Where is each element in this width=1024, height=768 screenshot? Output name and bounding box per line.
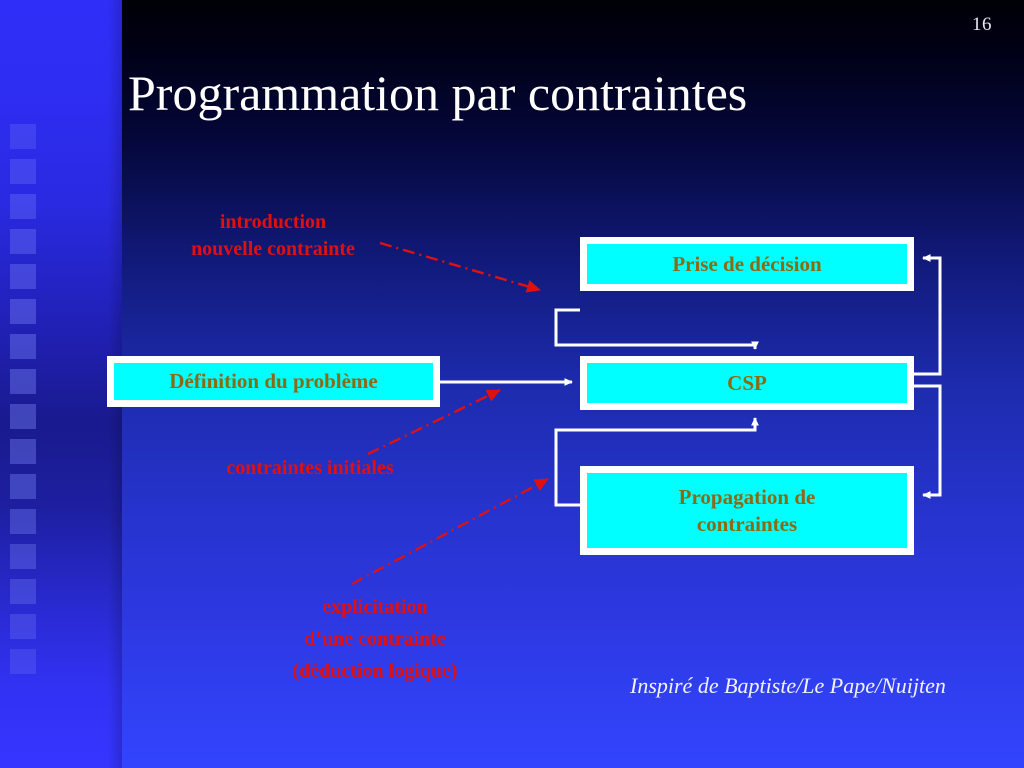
sidebar-square (10, 159, 36, 184)
sidebar-square (10, 614, 36, 639)
page-number: 16 (972, 14, 992, 35)
connector-csp-to-decision (914, 254, 942, 376)
annotation-arrow-explicitation (351, 477, 549, 586)
sidebar-square (10, 404, 36, 429)
annotation-arrow-introduction (379, 241, 541, 293)
sidebar-square (10, 229, 36, 254)
connector-propagation-to-csp (554, 417, 759, 507)
sidebar-square (10, 439, 36, 464)
sidebar-square (10, 474, 36, 499)
node-csp[interactable]: CSP (580, 356, 914, 410)
sidebar-band (0, 0, 122, 768)
connector-csp-to-propagation (914, 384, 942, 499)
annotation-introduction-nouvelle-contrainte: introduction nouvelle contrainte (191, 211, 355, 260)
sidebar-square (10, 544, 36, 569)
sidebar-square (10, 649, 36, 674)
sidebar-square (10, 334, 36, 359)
annotation-explicitation-contrainte: explicitation d’une contrainte (déductio… (292, 596, 458, 682)
node-csp-label: CSP (587, 363, 907, 403)
annotation-contraintes-initiales: contraintes initiales (226, 457, 394, 479)
annotation-arrow-initiales (367, 388, 501, 456)
sidebar-square-decoration (10, 124, 36, 684)
sidebar-square (10, 579, 36, 604)
sidebar-square (10, 124, 36, 149)
node-prise-de-decision[interactable]: Prise de décision (580, 237, 914, 291)
sidebar-square (10, 299, 36, 324)
page-title: Programmation par contraintes (128, 65, 748, 121)
sidebar-square (10, 194, 36, 219)
connector-decision-to-csp (554, 308, 759, 350)
sidebar-square (10, 264, 36, 289)
node-definition-du-probleme[interactable]: Définition du problème (107, 356, 440, 407)
node-propagation-label: Propagation de contraintes (587, 473, 907, 548)
credit-line: Inspiré de Baptiste/Le Pape/Nuijten (630, 673, 946, 698)
node-definition-label: Définition du problème (114, 363, 433, 400)
sidebar-square (10, 509, 36, 534)
sidebar-square (10, 369, 36, 394)
node-propagation-de-contraintes[interactable]: Propagation de contraintes (580, 466, 914, 555)
node-prise-de-decision-label: Prise de décision (587, 244, 907, 284)
